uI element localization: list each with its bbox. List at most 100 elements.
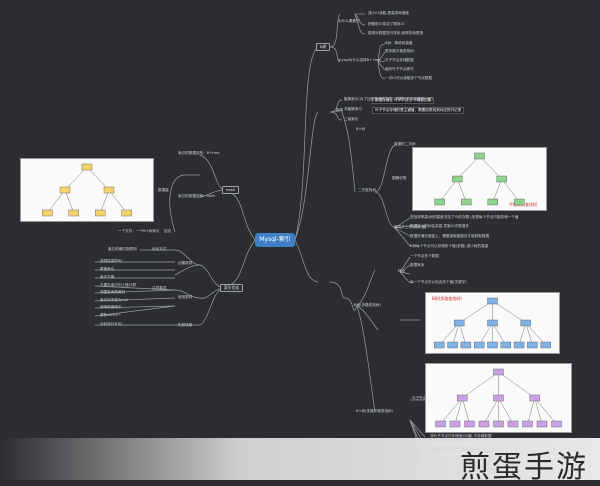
tree-shapes	[434, 152, 525, 206]
tree-node	[487, 297, 498, 305]
tree-edge	[462, 371, 499, 399]
opt-item-9: 避免select *	[100, 313, 121, 317]
tree-edge	[457, 155, 480, 180]
tree-node	[434, 198, 445, 206]
nonclustered-index[interactable]: 非聚簇索引	[344, 107, 362, 111]
tree-edge	[439, 322, 460, 346]
tree-node	[493, 368, 504, 376]
tree-node	[493, 394, 504, 402]
tree-edge	[492, 300, 526, 324]
tree-node	[449, 420, 461, 428]
tree-edge	[86, 166, 110, 191]
tree-edge	[525, 322, 546, 346]
tree-node	[540, 341, 551, 349]
property-4: 遍历叶子节点即可	[385, 67, 414, 71]
tree-node	[493, 420, 504, 428]
group-create[interactable]: 创建原则	[178, 261, 193, 265]
tree-edge	[462, 397, 470, 425]
why-needed[interactable]: 为什么需要它	[338, 19, 360, 23]
tree-node	[59, 186, 71, 194]
binary-search-tree[interactable]: 二叉查找树	[358, 188, 376, 192]
tree-node	[514, 198, 525, 206]
property-3: 叶子节点存储数据	[385, 58, 414, 62]
tree-edge	[525, 322, 533, 346]
tree-shapes	[42, 163, 132, 217]
tree-node	[121, 209, 132, 217]
diagram-label: 图解说明	[392, 176, 407, 180]
branch-hash[interactable]: hash	[222, 186, 240, 194]
tree-edge	[99, 189, 110, 214]
btree-diagram: B树(多路查找树)	[425, 292, 560, 354]
hash-summary: 数据量	[158, 188, 169, 192]
tree-edge	[498, 397, 514, 425]
bplus-label: B+树	[356, 127, 366, 131]
tree-edge	[459, 322, 467, 346]
tree-node	[435, 420, 446, 428]
branch-btree[interactable]: B树	[316, 43, 331, 51]
tree-edge	[479, 155, 502, 180]
prop-2: 数据有序	[410, 263, 425, 267]
tree-edge	[459, 300, 493, 324]
tree-node	[103, 186, 115, 194]
tree-edge	[518, 322, 526, 346]
secondary-index[interactable]: 二级索引	[344, 117, 359, 121]
tree-node	[487, 319, 498, 327]
tree-edge	[64, 166, 88, 191]
tree-node	[434, 341, 445, 349]
group-notes[interactable]: 注意事项	[152, 286, 167, 290]
bplus-tree-label[interactable]: B+树(多路平衡查找树)	[356, 409, 394, 413]
tree-edge	[492, 178, 502, 203]
tree-node	[507, 420, 519, 428]
tree-node	[457, 394, 468, 402]
tree-node	[474, 341, 485, 349]
tree-edge	[47, 189, 66, 214]
tree-edge	[534, 397, 543, 425]
tree-node	[42, 209, 53, 217]
tree-node	[478, 420, 490, 428]
opt-item-2: 选择性高的列	[100, 259, 122, 263]
tree-shapes	[434, 297, 551, 349]
tree-node	[460, 341, 472, 349]
watermark-logo: 煎蛋手游	[460, 450, 588, 485]
why-bplus[interactable]: mysql为什么选择B+ tree	[338, 58, 381, 62]
tree-node	[452, 175, 463, 183]
bottom-note-1: 非叶子节点只存储索引(键),不存储数据	[430, 434, 492, 438]
root-node[interactable]: Mysql-索引	[255, 233, 295, 247]
opt-item-4: 索引下推	[100, 275, 115, 279]
tree-node	[551, 420, 562, 428]
tree-node	[496, 175, 507, 183]
watermark-bar	[0, 438, 600, 480]
btree-label[interactable]: B树(多路查找树)	[354, 303, 381, 307]
branch-composition[interactable]: 组成	[336, 108, 344, 112]
prop-3: 每一个节点可以包含多个值(关键字)	[410, 280, 467, 284]
tree-edge	[527, 397, 535, 425]
tree-edge	[108, 189, 127, 214]
tree-edge	[64, 189, 75, 214]
note-group: 解决了二叉树的问题	[394, 225, 427, 229]
opt-item-7: 索引列不能为null	[100, 298, 129, 302]
tree-node	[487, 341, 498, 349]
branch-index-optimization[interactable]: 索引优化	[220, 284, 244, 292]
reason-1: 减少IO读取,提高查询速度	[368, 11, 409, 15]
tree-edge	[492, 322, 507, 346]
reason-3: 能够对数据进行排序,使得查询更快	[368, 31, 424, 35]
property-5: 一次IO可以读取多个节点数据	[385, 76, 433, 80]
tree-edge	[501, 178, 520, 203]
clustered-index[interactable]: 聚簇索引(为了加速查询的方式，数据行和索引放在一起)	[344, 97, 434, 101]
opt-item-8: 使用前缀索引	[100, 305, 122, 309]
tree-edge	[498, 371, 535, 399]
tree-shapes	[435, 368, 562, 428]
tree-node	[513, 341, 525, 349]
hash-diagram	[20, 158, 154, 222]
group-use[interactable]: 使用原则	[178, 295, 193, 299]
group-optimize[interactable]: 优化方式	[152, 247, 167, 251]
note-1: 查找效率高(树的高度决定了IO的次数),但是每个节点只能存储一个值	[410, 215, 519, 219]
tree-edge	[483, 397, 499, 425]
opt-item-3: 覆盖索引	[100, 267, 115, 271]
hash-note: 一个文件：一个B+树索引	[118, 229, 160, 233]
group-invalid[interactable]: 失效场景	[178, 323, 193, 327]
tree-node	[487, 198, 499, 206]
tree-node	[94, 209, 106, 217]
opt-item-10: 分析执行计划	[100, 322, 122, 326]
prop-1: 一个节点多个数据	[410, 254, 439, 258]
